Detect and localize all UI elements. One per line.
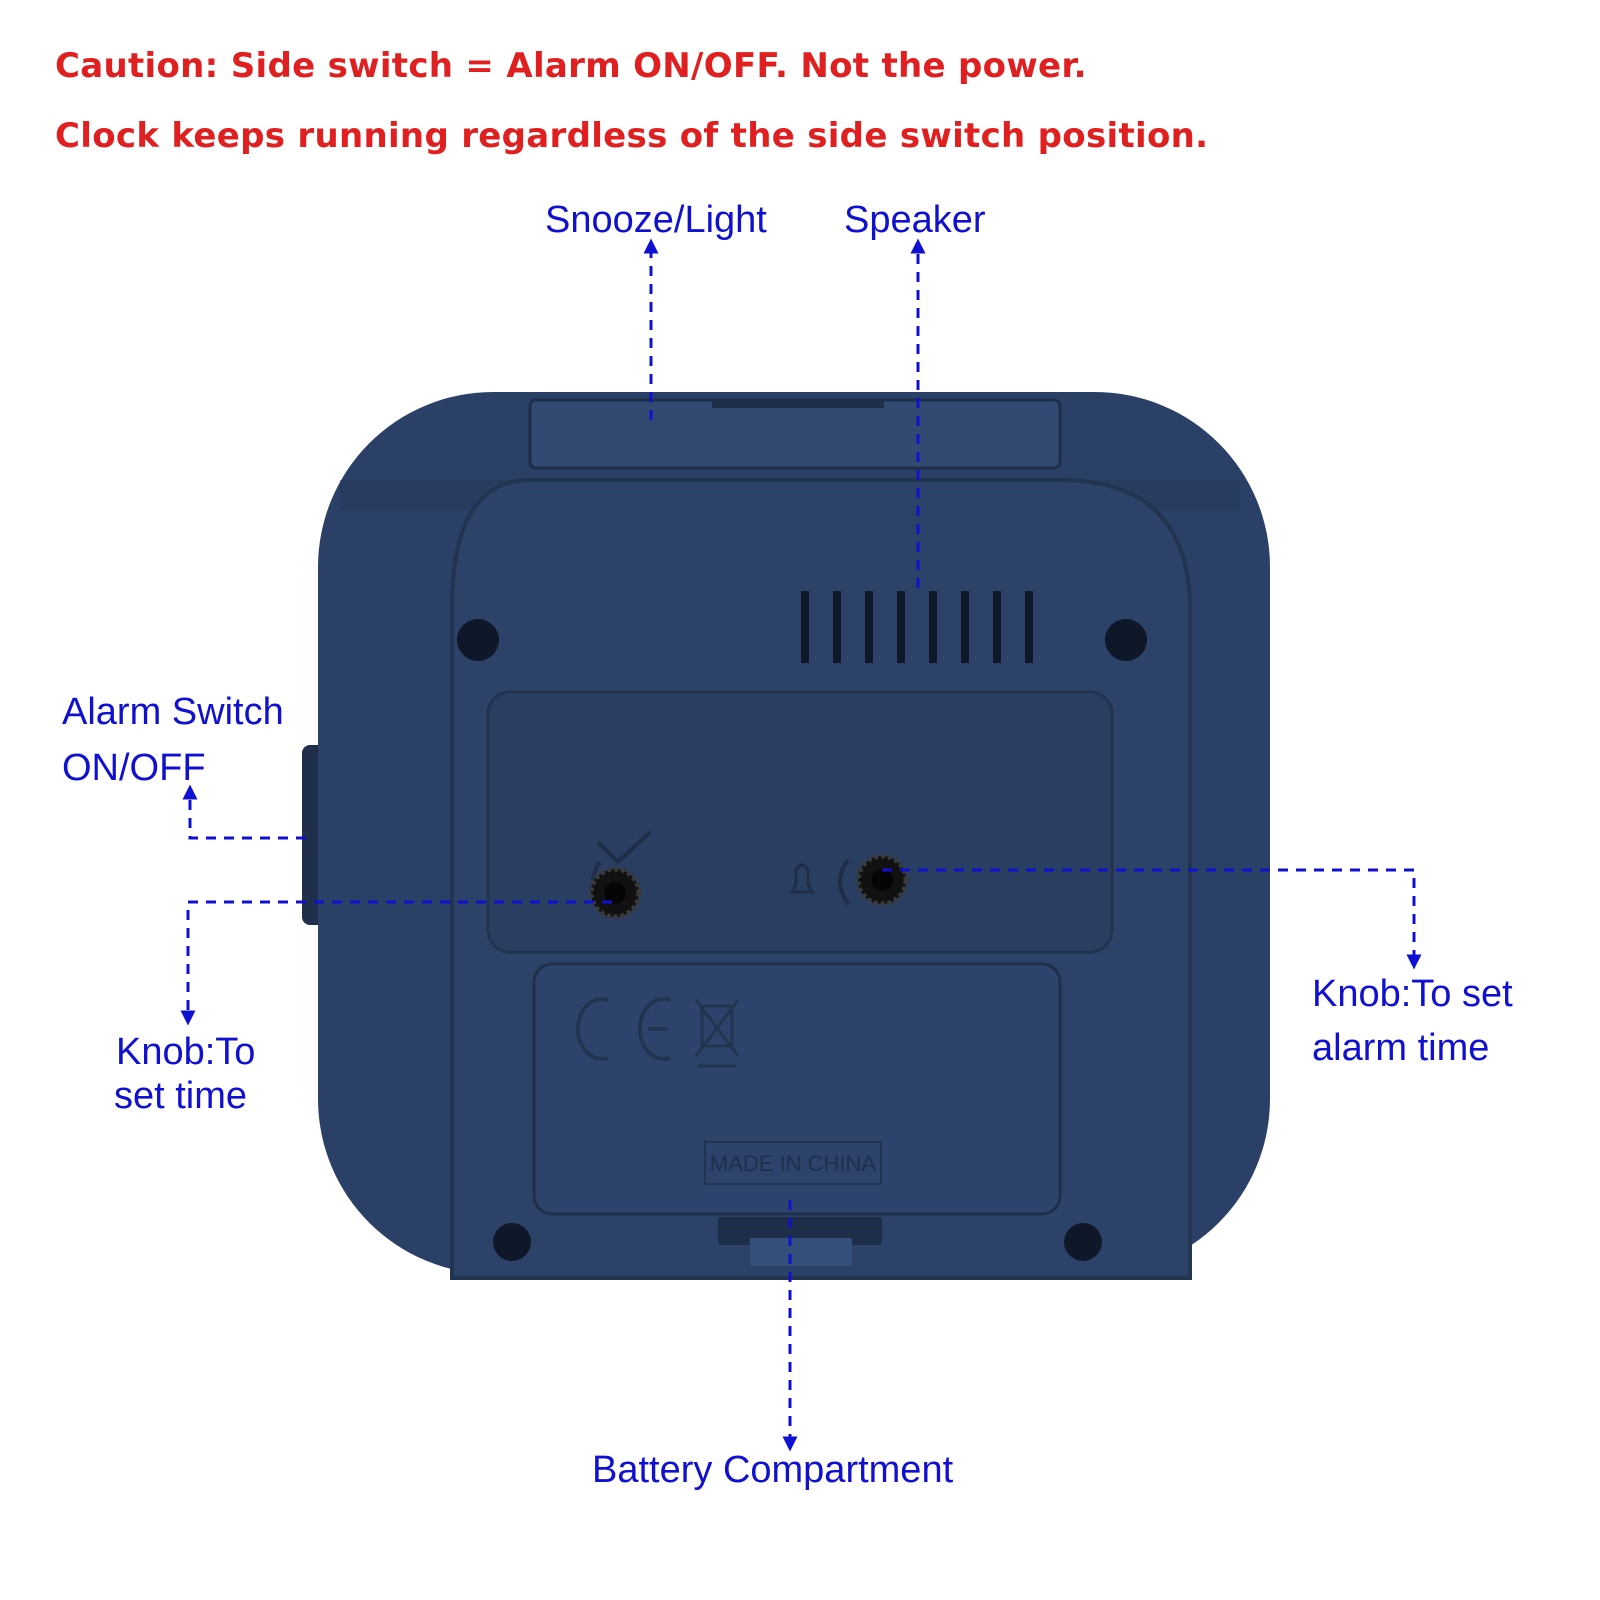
- label-knob-alarm-2: alarm time: [1312, 1027, 1489, 1069]
- label-knob-time-1: Knob:To: [116, 1031, 255, 1073]
- ce-mark-icon: [575, 997, 671, 1061]
- caution-line-2: Clock keeps running regardless of the si…: [55, 116, 1209, 156]
- leader-knob-time: [180, 900, 612, 1026]
- labels: Snooze/Light Speaker Alarm Switch ON/OFF…: [62, 199, 1513, 1491]
- time-set-knob[interactable]: [588, 866, 642, 920]
- battery-cover[interactable]: [532, 962, 1062, 1216]
- speaker-grille: [801, 591, 1033, 663]
- screw-hole: [1105, 619, 1147, 661]
- caution-line-1: Caution: Side switch = Alarm ON/OFF. Not…: [55, 46, 1087, 86]
- leader-knob-alarm: [882, 868, 1422, 970]
- label-knob-alarm-1: Knob:To set: [1312, 973, 1513, 1015]
- screw-hole: [493, 1223, 531, 1261]
- snooze-light-button[interactable]: [528, 398, 1062, 470]
- made-in-text: MADE IN CHINA: [710, 1151, 877, 1176]
- bell-icon: [789, 858, 850, 906]
- clock-body: MADE IN CHINA: [302, 392, 1270, 1280]
- leader-lines: [180, 238, 1422, 1452]
- label-battery: Battery Compartment: [592, 1449, 954, 1491]
- label-speaker: Speaker: [844, 199, 986, 241]
- label-alarm-switch-1: Alarm Switch: [62, 691, 284, 733]
- label-alarm-switch-2: ON/OFF: [62, 747, 206, 789]
- label-snooze-light: Snooze/Light: [545, 199, 767, 241]
- screw-hole: [1064, 1223, 1102, 1261]
- made-in-label: [704, 1141, 882, 1185]
- alarm-set-knob[interactable]: [855, 853, 909, 907]
- recessed-area: [486, 690, 1114, 954]
- screw-hole: [457, 619, 499, 661]
- weee-bin-icon: [694, 999, 740, 1068]
- label-knob-time-2: set time: [114, 1075, 247, 1117]
- leader-alarm-switch: [182, 784, 306, 840]
- checkmark-icon: [596, 830, 652, 865]
